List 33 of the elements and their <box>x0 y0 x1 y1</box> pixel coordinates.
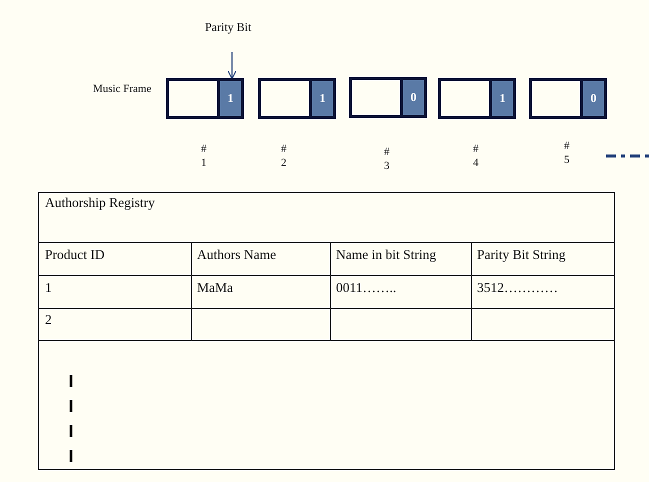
frame-box <box>438 78 516 119</box>
frame-number: 3 <box>384 160 390 172</box>
frame-number: 4 <box>473 157 478 169</box>
column-header: Name in bit String <box>336 247 436 263</box>
frame-box <box>166 78 244 119</box>
parity-bit-cell: 1 <box>217 81 241 116</box>
column-header: Parity Bit String <box>477 247 566 263</box>
frame-box <box>349 77 427 118</box>
table-cell-text: 3512………… <box>477 280 558 296</box>
hash-mark: # <box>564 140 570 152</box>
hash-mark: # <box>384 146 390 158</box>
frame-number: 1 <box>201 157 206 169</box>
frame-number: 5 <box>564 154 570 166</box>
table-cell-text: MaMa <box>197 280 233 296</box>
column-header: Authors Name <box>197 247 276 263</box>
hash-mark: # <box>473 143 478 155</box>
parity-bit-cell: 1 <box>309 81 333 116</box>
frame-number: 2 <box>281 157 286 169</box>
column-header: Product ID <box>45 247 105 263</box>
hash-mark: # <box>281 143 286 155</box>
hash-mark: # <box>201 143 206 155</box>
frame-box <box>258 78 336 119</box>
parity-bit-cell: 1 <box>489 81 513 116</box>
parity-bit-cell: 0 <box>580 81 604 116</box>
table-cell-text: 2 <box>45 312 52 328</box>
table-cell-text: 1 <box>45 280 52 296</box>
parity-bit-label: Parity Bit <box>205 20 252 35</box>
parity-bit-cell: 0 <box>400 80 424 115</box>
arrow <box>227 52 237 80</box>
table-title: Authorship Registry <box>45 195 155 211</box>
frame-label: Music Frame <box>93 83 152 95</box>
table-cell-text: 0011…….. <box>336 280 396 296</box>
frame-box <box>529 78 607 119</box>
